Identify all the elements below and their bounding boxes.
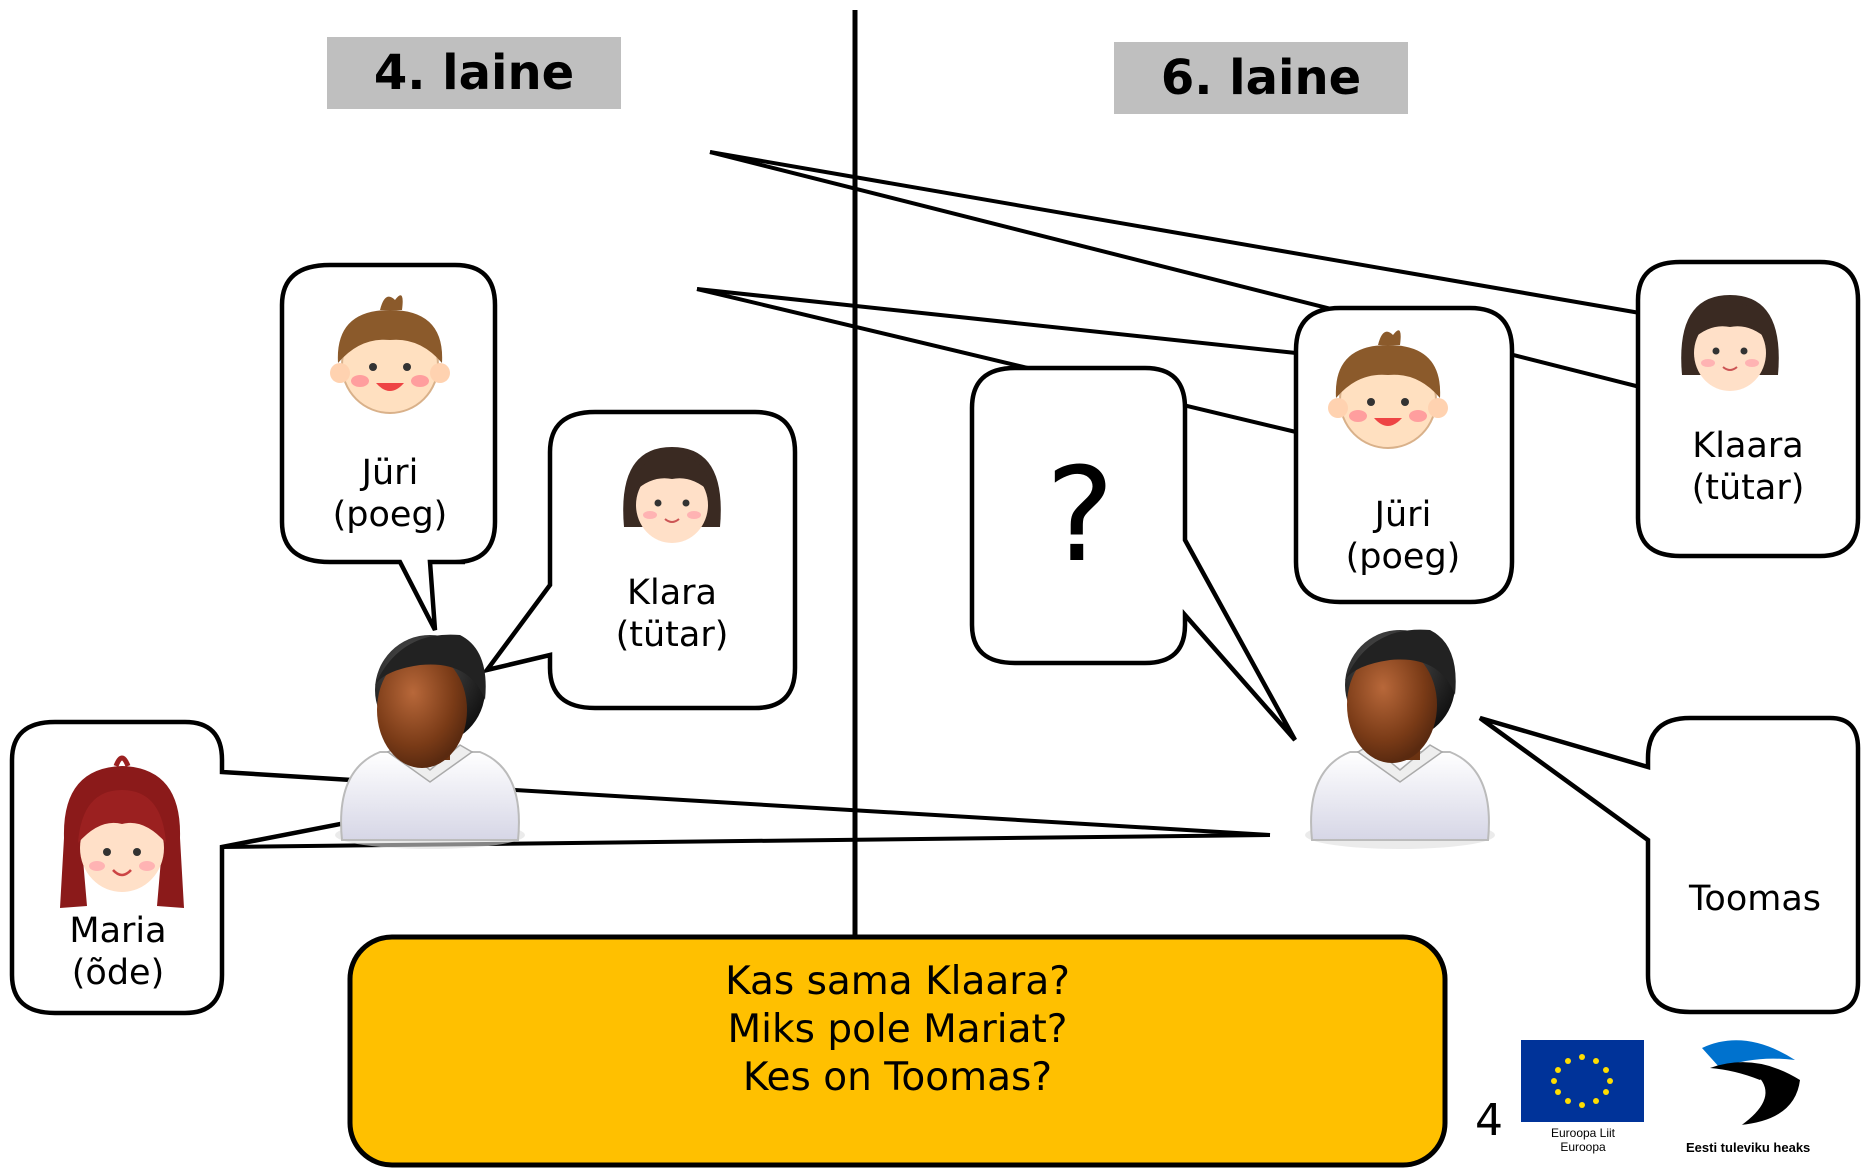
name-juri-wave6: Jüri	[1374, 495, 1432, 535]
role-klara-wave4: (tütar)	[615, 615, 729, 655]
role-juri-wave6: (poeg)	[1345, 537, 1461, 577]
label-juri-wave6: Jüri (poeg)	[1346, 494, 1461, 578]
boy-face-icon	[1328, 330, 1448, 449]
unknown-member-mark: ?	[1045, 439, 1115, 591]
role-juri-wave4: (poeg)	[332, 495, 448, 535]
role-klaara-wave6: (tütar)	[1691, 468, 1805, 508]
match-line-klara-to-klaara-1	[709, 150, 1641, 315]
match-line-juri-to-juri-2	[696, 287, 1297, 434]
match-line-juri-to-juri-1	[696, 287, 1297, 355]
respondent-icon-wave4	[335, 634, 525, 849]
question-1: Kas sama Klaara?	[725, 959, 1070, 1004]
callout-unknown-6	[969, 365, 1297, 742]
eu-flag-icon	[1521, 1040, 1644, 1122]
page-number: 4	[1475, 1095, 1503, 1146]
label-klara-wave4: Klara (tütar)	[616, 572, 729, 656]
girl-face-icon	[1681, 295, 1779, 391]
callout-toomas-6	[1478, 715, 1861, 1015]
name-klaara-wave6: Klaara	[1692, 426, 1804, 466]
wave-label-6: 6. laine	[1114, 42, 1408, 114]
wave-label-4: 4. laine	[327, 37, 621, 109]
eu-caption-line-1: Euroopa Liit	[1550, 1126, 1616, 1140]
eu-caption-line-2: Euroopa	[1560, 1140, 1606, 1154]
wave-label-6-text: 6. laine	[1160, 50, 1362, 106]
name-maria-wave4: Maria	[69, 911, 167, 951]
match-line-maria-1	[514, 788, 1271, 837]
name-klara-wave4: Klara	[627, 573, 717, 613]
boy-face-icon	[330, 295, 450, 414]
label-toomas-wave6: Toomas	[1689, 878, 1821, 920]
question-list: Kas sama Klaara? Miks pole Mariat? Kes o…	[350, 958, 1445, 1102]
question-3: Kes on Toomas?	[742, 1055, 1053, 1100]
respondent-icon-wave6	[1305, 629, 1495, 849]
name-juri-wave4: Jüri	[361, 453, 419, 493]
red-hair-girl-face-icon	[60, 755, 184, 908]
question-2: Miks pole Mariat?	[727, 1007, 1068, 1052]
role-maria-wave4: (õde)	[71, 953, 165, 993]
label-maria-wave4: Maria (õde)	[69, 910, 166, 994]
name-toomas-wave6: Toomas	[1688, 879, 1822, 919]
estonia-logo-caption: Eesti tuleviku heaks	[1686, 1140, 1811, 1155]
label-juri-wave4: Jüri (poeg)	[333, 452, 448, 536]
eu-logo-caption: Euroopa Liit Euroopa	[1518, 1126, 1648, 1154]
estonia-flag-logo-icon	[1702, 1040, 1800, 1126]
wave-label-4-text: 4. laine	[373, 45, 575, 101]
matching-lines	[696, 150, 1641, 434]
question-box	[347, 934, 1448, 1168]
callout-klara-4	[481, 409, 798, 711]
girl-face-icon	[623, 447, 721, 543]
label-klaara-wave6: Klaara (tütar)	[1692, 425, 1805, 509]
